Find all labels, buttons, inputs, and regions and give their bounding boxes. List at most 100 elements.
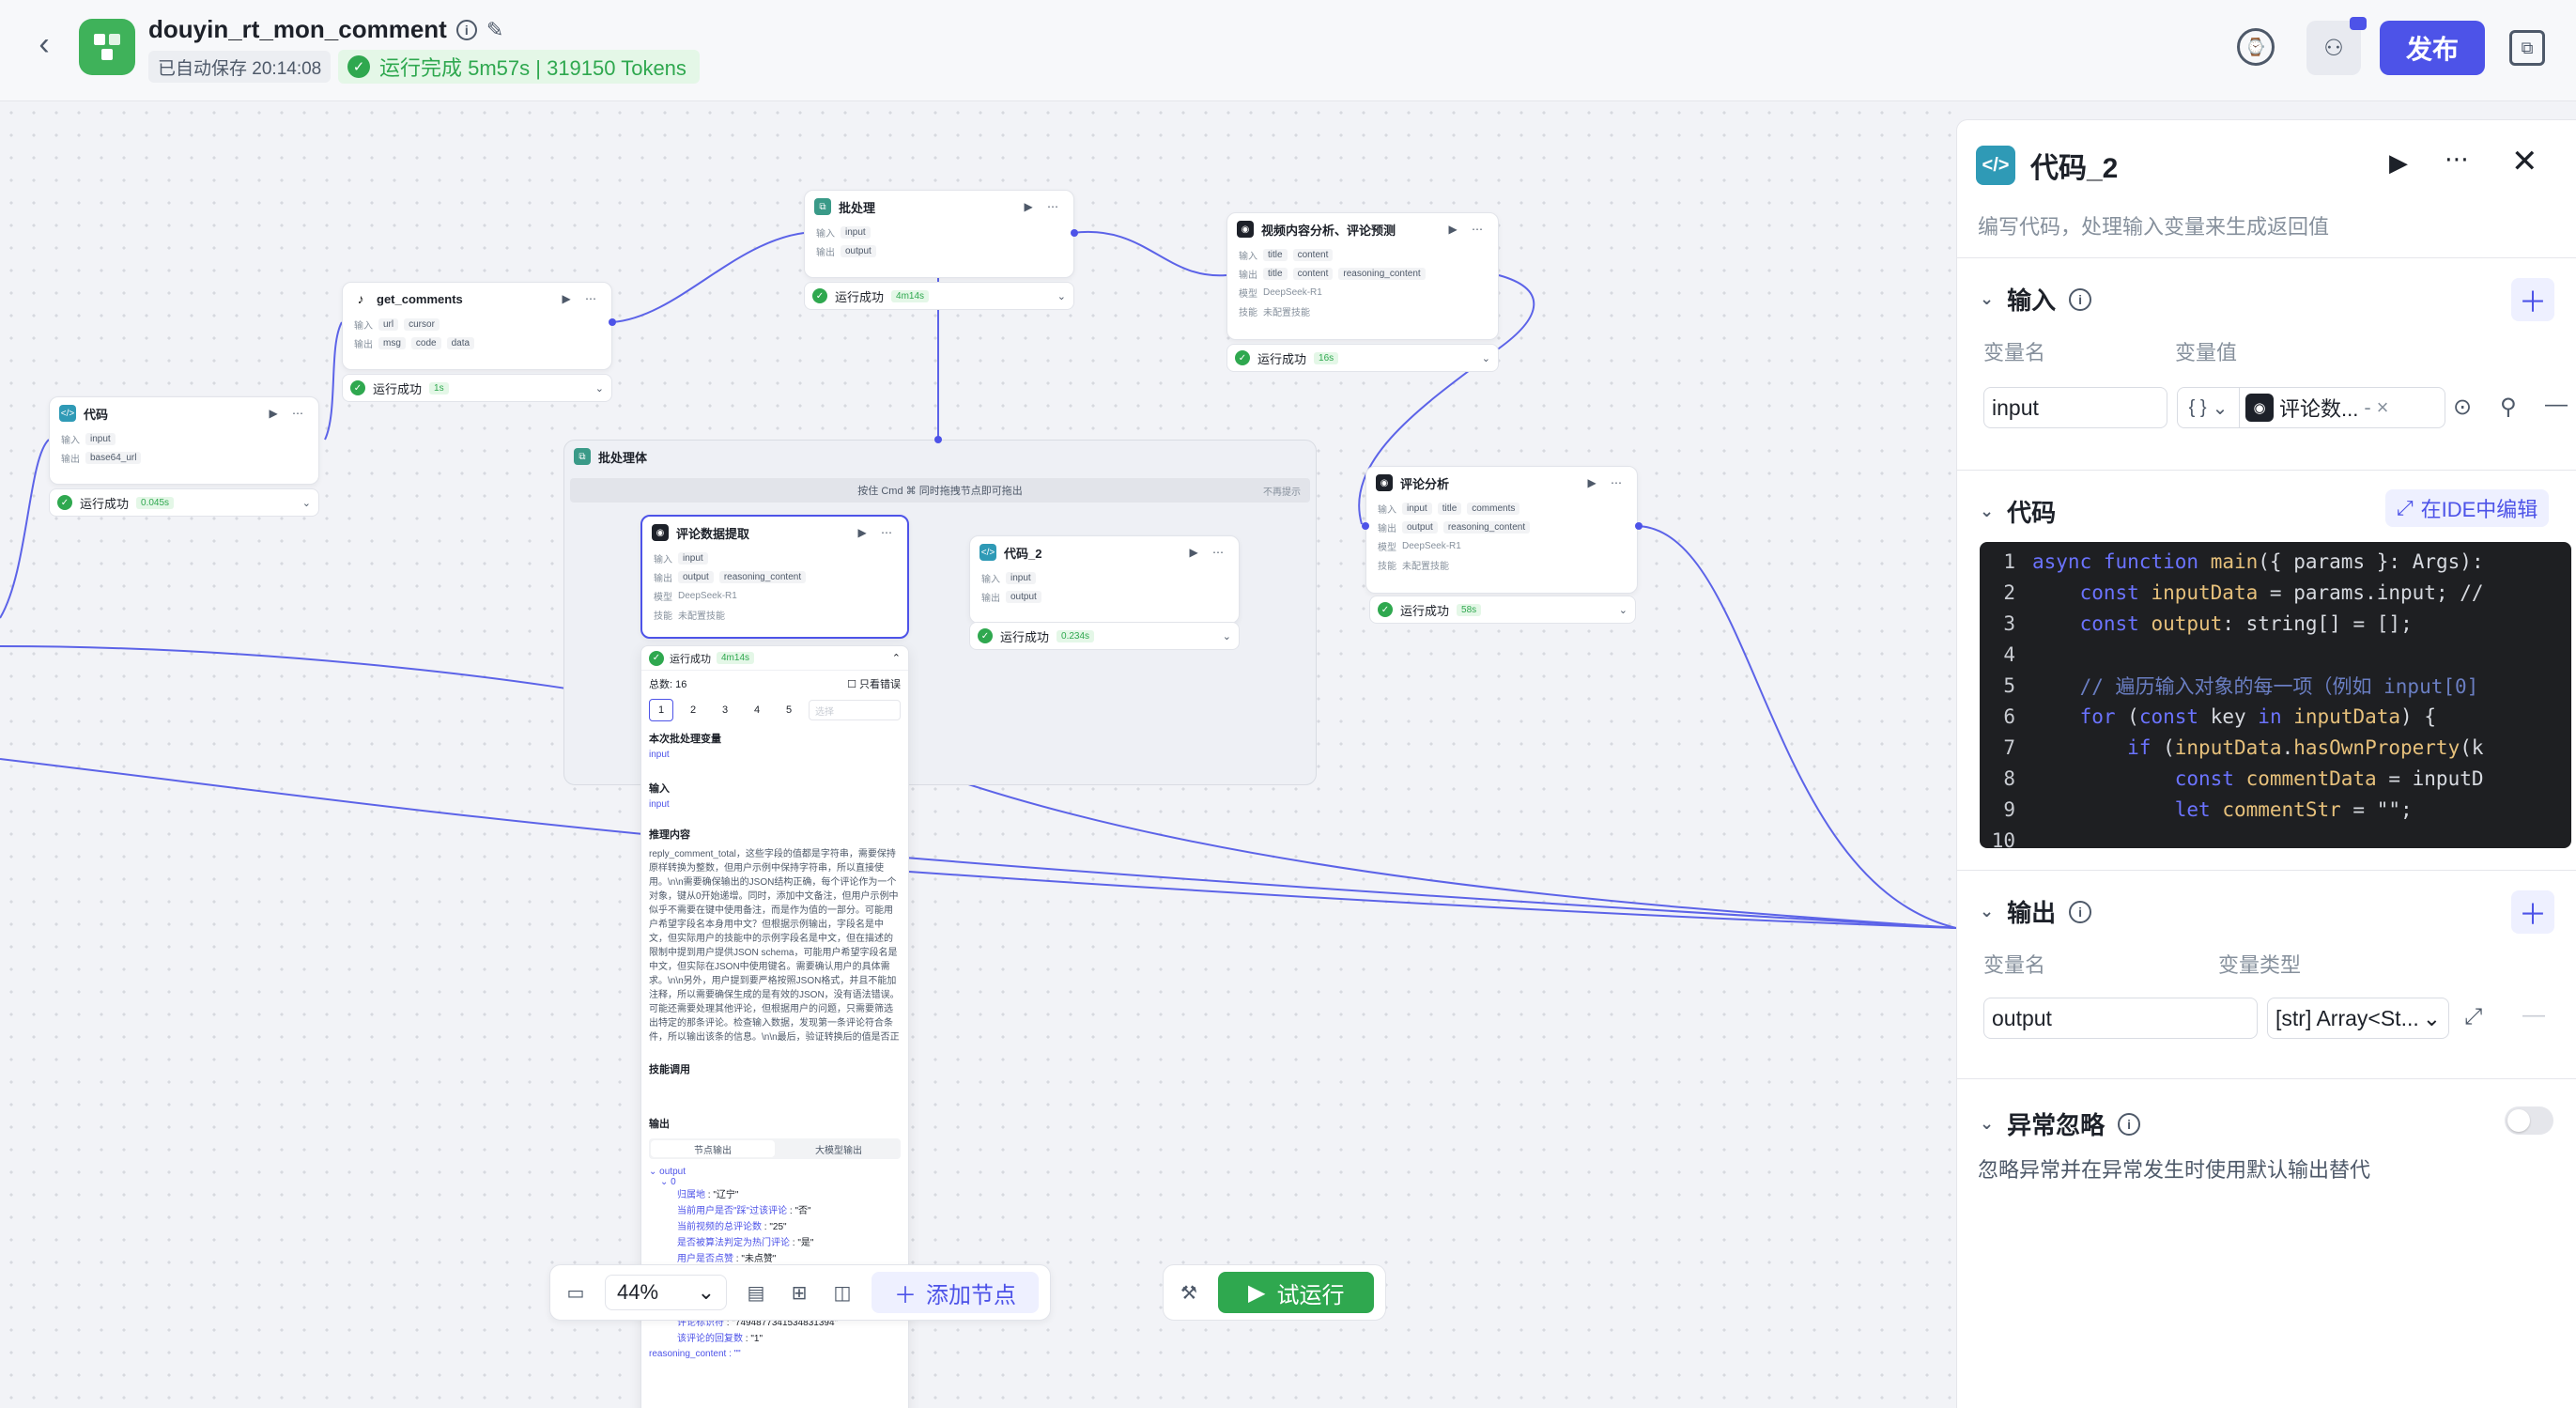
- dismiss-hint-link[interactable]: 不再提示: [1263, 487, 1301, 498]
- publish-button[interactable]: 发布: [2380, 21, 2485, 75]
- edit-icon[interactable]: ✎: [486, 17, 504, 41]
- run-more-icons[interactable]: ▶ ⋯: [1024, 200, 1064, 213]
- run-more-icons[interactable]: ▶ ⋯: [269, 407, 309, 420]
- run-status-badge[interactable]: ✓ 运行完成 5m57s | 319150 Tokens: [338, 50, 700, 84]
- edge: [324, 321, 343, 441]
- close-icon[interactable]: ✕: [2511, 144, 2538, 179]
- back-icon[interactable]: ‹: [39, 25, 50, 62]
- remove-icon[interactable]: —: [2522, 1002, 2545, 1028]
- minimap-icon[interactable]: ▭: [566, 1282, 585, 1304]
- node-status-bar[interactable]: ✓ 运行成功 16s ⌄: [1226, 344, 1499, 372]
- param-tag: title: [1263, 267, 1288, 280]
- chevron-down-icon[interactable]: ⌄: [594, 382, 604, 395]
- play-icon: ▶: [1248, 1279, 1266, 1306]
- chevron-down-icon[interactable]: ⌄: [1057, 290, 1066, 302]
- reasoning-content[interactable]: reply_comment_total，这些字段的值都是字符串，需要保持原样转换…: [649, 849, 900, 1043]
- check-circle-icon: ✓: [57, 495, 72, 510]
- node-status-bar[interactable]: ✓ 运行成功 1s ⌄: [342, 374, 612, 402]
- run-more-icons[interactable]: ▶ ⋯: [562, 292, 602, 305]
- node-status-bar[interactable]: ✓ 运行成功 4m14s ⌄: [804, 282, 1074, 310]
- code-section-header[interactable]: ⌄ 代码: [1980, 494, 2056, 529]
- input-var-name-field[interactable]: input: [1983, 387, 2167, 428]
- chevron-down-icon[interactable]: ⌄: [1481, 352, 1490, 364]
- page-button[interactable]: 1: [649, 699, 673, 721]
- duplicate-icon[interactable]: ⧉: [2509, 30, 2545, 66]
- tab-node-output[interactable]: 节点输出: [651, 1140, 775, 1157]
- edit-in-ide-button[interactable]: ⤢在IDE中编辑: [2385, 489, 2550, 527]
- edit-in-ide-label: 在IDE中编辑: [2420, 498, 2538, 521]
- node-status-bar[interactable]: ✓ 运行成功 58s ⌄: [1369, 596, 1636, 624]
- output-var-type-select[interactable]: [str] Array<St...⌄: [2267, 998, 2449, 1039]
- node-status-bar[interactable]: ✓ 运行成功 0.234s ⌄: [969, 622, 1240, 650]
- value-type-select[interactable]: { }⌄: [2178, 388, 2240, 427]
- chevron-down-icon[interactable]: ⌄: [301, 497, 311, 509]
- page-select[interactable]: 选择: [809, 700, 901, 720]
- info-icon[interactable]: i: [2118, 1112, 2141, 1136]
- page-button[interactable]: 5: [785, 704, 793, 716]
- clear-icon[interactable]: ×: [2376, 395, 2389, 419]
- info-icon[interactable]: i: [455, 19, 477, 40]
- run-more-icons[interactable]: ▶ ⋯: [1587, 476, 1627, 489]
- reasoning-key: reasoning_content: [649, 1349, 727, 1359]
- run-more-icons[interactable]: ▶ ⋯: [1189, 546, 1229, 559]
- input-port[interactable]: [1362, 522, 1369, 530]
- exception-section-header[interactable]: ⌄ 异常忽略 i: [1980, 1106, 2141, 1141]
- variable-picker-icon[interactable]: ⊙: [2453, 395, 2473, 420]
- remove-icon[interactable]: —: [2545, 392, 2568, 417]
- info-icon[interactable]: i: [2069, 900, 2092, 923]
- status-text: 运行成功: [1257, 351, 1307, 366]
- info-icon[interactable]: i: [2069, 287, 2092, 311]
- more-icon[interactable]: ⋯: [2445, 145, 2471, 173]
- page-button[interactable]: 4: [753, 704, 761, 716]
- node-status-bar[interactable]: ✓ 运行成功 0.045s ⌄: [49, 488, 319, 517]
- branch-icon[interactable]: ⚲: [2500, 395, 2517, 420]
- page-button[interactable]: 2: [689, 704, 697, 716]
- trial-run-button[interactable]: ▶试运行: [1218, 1272, 1375, 1313]
- add-node-button[interactable]: ＋添加节点: [872, 1272, 1039, 1313]
- output-port[interactable]: [1635, 522, 1643, 530]
- column-label: 变量名: [1983, 953, 2046, 977]
- param-label: 输入: [1239, 251, 1257, 262]
- add-output-button[interactable]: ＋: [2511, 890, 2554, 934]
- output-section-header[interactable]: ⌄ 输出 i: [1980, 894, 2092, 929]
- comment-icon[interactable]: ▤: [747, 1282, 765, 1304]
- expand-icon[interactable]: ⤢: [2464, 1004, 2483, 1029]
- play-icon[interactable]: ▶: [2389, 148, 2408, 177]
- input-port[interactable]: [934, 436, 942, 443]
- chevron-down-icon[interactable]: ⌄: [1222, 630, 1231, 642]
- page-button[interactable]: 3: [721, 704, 729, 716]
- json-key: 当前用户是否"踩"过该评论: [677, 1206, 788, 1216]
- input-var-value-field[interactable]: { }⌄ ◉ 评论数... - ×: [2177, 387, 2445, 428]
- run-more-icons[interactable]: ▶ ⋯: [857, 526, 898, 539]
- chevron-down-icon[interactable]: ⌄: [1618, 604, 1627, 616]
- code-token: [2282, 581, 2294, 604]
- code-token: (: [2258, 549, 2270, 573]
- collaborators-button[interactable]: ⚇: [2306, 17, 2367, 75]
- wrench-icon[interactable]: ⚒: [1180, 1282, 1197, 1304]
- param-tag: title: [1263, 248, 1288, 261]
- run-more-icons[interactable]: ▶ ⋯: [1448, 223, 1489, 236]
- output-port[interactable]: [609, 318, 616, 326]
- zoom-select[interactable]: 44%⌄: [605, 1275, 727, 1310]
- output-port[interactable]: [1071, 229, 1078, 237]
- output-var-name-field[interactable]: output: [1983, 998, 2258, 1039]
- only-errors-checkbox[interactable]: ☐ 只看错误: [847, 679, 901, 690]
- add-input-button[interactable]: ＋: [2511, 278, 2554, 321]
- tab-llm-output[interactable]: 大模型输出: [815, 1145, 862, 1156]
- note-icon[interactable]: ◫: [833, 1282, 852, 1304]
- input-section-header[interactable]: ⌄ 输入 i: [1980, 282, 2092, 317]
- history-icon[interactable]: ⌚: [2237, 28, 2275, 66]
- param-label: 模型: [1378, 542, 1396, 553]
- layout-icon[interactable]: ⊞: [791, 1282, 808, 1304]
- exception-toggle[interactable]: [2505, 1106, 2553, 1135]
- chevron-up-icon[interactable]: ⌃: [891, 653, 901, 664]
